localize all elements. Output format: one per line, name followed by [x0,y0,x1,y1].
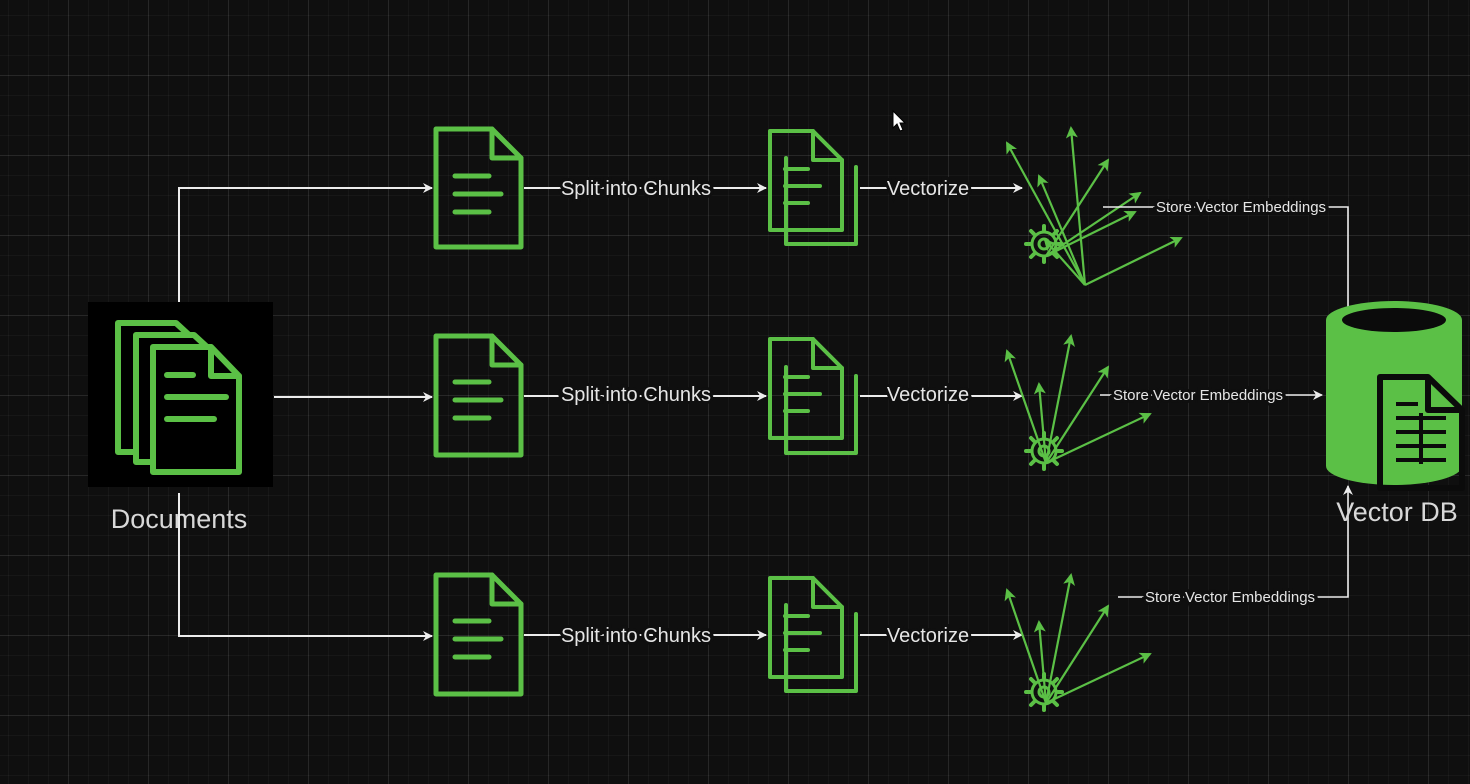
vectorize-label: Vectorize [887,384,969,406]
embedding-vectors-icon [1004,573,1152,704]
document-icon [433,572,524,697]
vectorize-label: Vectorize [887,178,969,200]
document-icon [433,126,524,250]
store-connector-row1 [1103,206,1353,319]
database-icon [1326,301,1465,491]
database-table-lines [1396,402,1446,464]
chunks-icon [768,129,858,246]
store-label: Store Vector Embeddings [1156,199,1326,216]
documents-icon [115,320,242,475]
chunks-icon [768,337,858,455]
document-icon [433,333,524,458]
row-3: Split into Chunks Vectorize [433,485,1353,712]
embedding-vectors-icon [1004,334,1152,464]
vectorize-label: Vectorize [887,625,969,647]
connector-row3 [178,493,433,641]
store-connector-row3 [1118,485,1353,598]
chunks-icon [768,576,858,693]
split-label: Split into Chunks [561,178,711,200]
connector-row1 [178,183,433,302]
document-connectors [178,183,433,641]
row-1: Split into Chunks Vectorize [433,126,1353,319]
vector-db-label: Vector DB [1336,497,1458,527]
split-label: Split into Chunks [561,625,711,647]
mouse-cursor-icon [892,109,907,132]
split-label: Split into Chunks [561,384,711,406]
row-2: Split into Chunks Vectorize [433,333,1323,471]
database-document-icon [1377,374,1465,491]
store-label: Store Vector Embeddings [1145,589,1315,606]
embedding-vectors-icon [1006,126,1183,286]
store-label: Store Vector Embeddings [1113,387,1283,404]
